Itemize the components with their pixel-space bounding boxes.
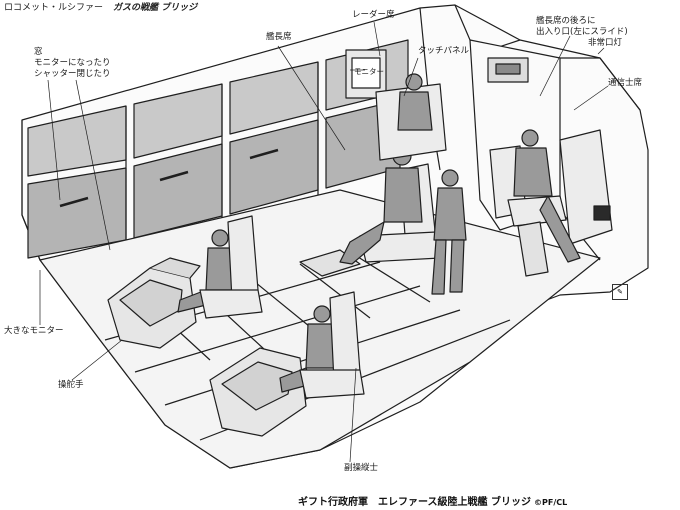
label-window-line3: シャッター閉じたり: [34, 69, 111, 79]
helm-seat: [199, 215, 263, 319]
standing-figure: [431, 169, 467, 295]
label-window-line1: 窓: [34, 47, 43, 57]
comms-figure: [513, 129, 581, 263]
label-window: 窓 モニターになったり シャッター閉じたり: [34, 47, 111, 80]
label-comms-seat: 通信士席: [608, 78, 643, 88]
label-large-monitor: 大きなモニター: [4, 326, 64, 336]
caption-copyright: ©PF/CL: [533, 498, 568, 507]
leader-lines: [39, 21, 609, 463]
artist-signature-mark: ✎: [612, 284, 628, 300]
radar-figure: [397, 73, 433, 131]
diagram-subtitle: ガスの戦艦 ブリッジ: [113, 3, 198, 13]
label-rear-entrance-line2: 出入り口(左にスライド): [536, 27, 628, 37]
copilot-console: [209, 347, 307, 437]
series-title: ロコメット・ルシファー: [4, 3, 104, 13]
comms-station: [489, 129, 613, 277]
caption-text: ギフト行政府軍 エレファース級陸上戦艦 ブリッジ: [298, 497, 531, 508]
label-helmsman: 操舵手: [58, 380, 84, 390]
label-radar-seat: レーダー席: [352, 10, 395, 20]
captain-figure: [339, 146, 423, 265]
label-window-line2: モニターになったり: [34, 58, 111, 68]
label-emergency-light: 非常口灯: [588, 38, 623, 48]
label-touch-panel: タッチパネル: [418, 46, 470, 56]
diagram-caption: ギフト行政府軍 エレファース級陸上戦艦 ブリッジ©PF/CL: [298, 493, 567, 508]
label-rear-entrance: 艦長席の後ろに 出入り口(左にスライド): [536, 16, 628, 38]
label-copilot: 副操縦士: [344, 463, 379, 473]
header: ロコメット・ルシファーガスの戦艦 ブリッジ: [4, 0, 197, 13]
label-captain-seat: 艦長席: [266, 32, 292, 42]
label-monitor: モニター: [354, 67, 384, 76]
copilot-seat: [299, 291, 365, 399]
label-rear-entrance-line1: 艦長席の後ろに: [536, 16, 596, 26]
